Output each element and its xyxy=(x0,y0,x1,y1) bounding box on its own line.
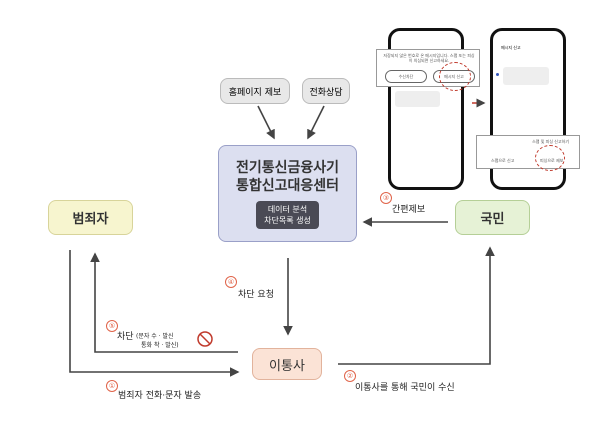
citizen-box: 국민 xyxy=(455,200,530,235)
phone2-header: 메시지 신고 xyxy=(501,45,521,50)
step3-number: ③ xyxy=(380,192,392,204)
step1-label: 범죄자 전화·문자 발송 xyxy=(118,391,202,401)
step3-label: 간편제보 xyxy=(392,205,426,215)
message-bubble xyxy=(395,91,440,107)
step5-label: 차단 xyxy=(117,332,134,342)
phone2-popup: 스팸 및 피싱 신고하기 스팸으로 신고 피싱으로 제보 xyxy=(476,135,580,171)
step4-number: ④ xyxy=(225,276,237,288)
step2-number: ② xyxy=(344,370,356,382)
step5-detail-1: (문자 수 · 발신 xyxy=(136,333,174,340)
center-title-2: 통합신고대응센터 xyxy=(235,177,340,194)
criminal-box: 범죄자 xyxy=(48,200,133,235)
phone-consult-box: 전화상담 xyxy=(302,78,350,104)
prohibited-icon xyxy=(197,331,213,347)
step1-number: ① xyxy=(106,380,118,392)
spam-report-option[interactable]: 스팸으로 신고 xyxy=(491,158,515,163)
phone1-popup: 저장되지 않은 번호로 온 메시지입니다. 스팸 또는 피싱이 의심되면 신고하… xyxy=(376,49,480,91)
step2-label: 이통사를 통해 국민이 수신 xyxy=(355,383,455,393)
highlight-circle xyxy=(535,145,565,171)
block-button[interactable]: 수신차단 xyxy=(385,70,427,83)
step4-label: 차단 요청 xyxy=(238,290,274,300)
highlight-circle xyxy=(439,62,471,91)
step5-number: ⑤ xyxy=(106,320,118,332)
homepage-report-box: 홈페이지 제보 xyxy=(220,78,290,104)
message-bubble xyxy=(503,67,549,85)
center-title-1: 전기통신금융사기 xyxy=(235,159,340,176)
step5-detail-2: 통화 착 · 발신) xyxy=(141,342,179,349)
unread-dot xyxy=(496,73,499,76)
carrier-box: 이통사 xyxy=(252,348,322,380)
